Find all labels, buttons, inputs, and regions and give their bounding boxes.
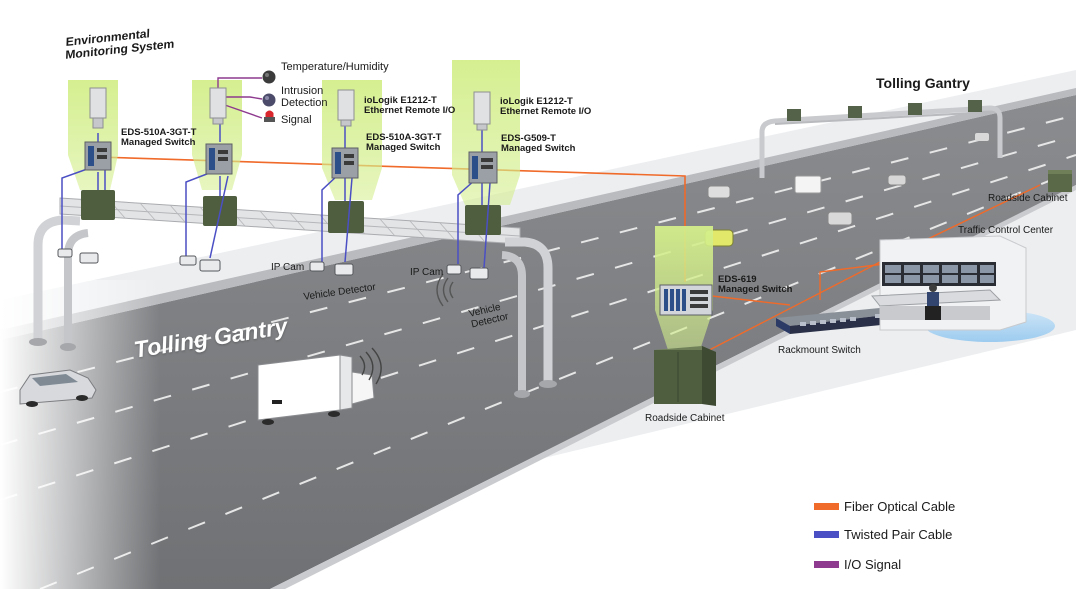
eds619-label: EDS-619 Managed Switch: [718, 275, 792, 295]
ip-cam-label-2: IP Cam: [410, 267, 444, 278]
sw3-model: EDS-G509-T: [501, 133, 556, 144]
iologik2-type: Ethernet Remote I/O: [500, 105, 592, 117]
roadside-cabinet-far-label: Roadside Cabinet: [988, 193, 1068, 204]
legend-item-twisted-pair: Twisted Pair Cable: [814, 527, 952, 542]
highway-road: [0, 95, 1076, 589]
eds619-switch-shape: [659, 284, 713, 316]
sedan-car: [19, 369, 97, 407]
legend-swatch-fiber: [814, 503, 839, 510]
rackmount-switch-label: Rackmount Switch: [778, 345, 861, 356]
sw2-model: EDS-510A-3GT-T: [366, 132, 442, 143]
gantry-cabinets: [81, 190, 501, 235]
legend-label-io-signal: I/O Signal: [844, 557, 902, 572]
tolling-gantry-far-label: Tolling Gantry: [876, 75, 970, 91]
iologik2-label: ioLogik E1212-T Ethernet Remote I/O: [500, 97, 591, 117]
iologik1-model: ioLogik E1212-T: [364, 95, 437, 106]
fiber-cable-to-rackmount: [711, 295, 791, 306]
far-tolling-gantry: [759, 100, 1003, 178]
traffic-control-center-label: Traffic Control Center: [958, 225, 1054, 236]
sw3-type: Managed Switch: [501, 142, 576, 154]
sw1-type: Managed Switch: [121, 136, 196, 148]
traffic-control-center-shape: [870, 235, 1055, 342]
intrusion-detection-label: Intrusion Detection: [281, 85, 328, 109]
iologik1-type: Ethernet Remote I/O: [364, 104, 456, 116]
vehicle-detector-waves: [436, 273, 454, 307]
eds619-type: Managed Switch: [718, 283, 793, 295]
fade-overlay: [0, 280, 160, 589]
roadside-cabinet-near-label: Roadside Cabinet: [645, 413, 725, 424]
eds619-model: EDS-619: [718, 274, 757, 285]
fiber-cable-to-control: [819, 261, 901, 300]
box-truck: [257, 347, 382, 425]
sw2-type: Managed Switch: [366, 141, 441, 153]
legend-label-fiber: Fiber Optical Cable: [844, 499, 956, 514]
far-roadside-cabinet-shape: [1048, 170, 1072, 192]
legend-swatch-io-signal: [814, 561, 839, 568]
sw3-label: EDS-G509-T Managed Switch: [501, 134, 575, 154]
legend-swatch-twisted-pair: [814, 531, 839, 538]
io-devices: [89, 87, 491, 131]
near-roadside-cabinet-shape: [654, 346, 716, 406]
sw1-label: EDS-510A-3GT-T Managed Switch: [121, 128, 197, 148]
legend-item-fiber: Fiber Optical Cable: [814, 499, 955, 514]
sw1-model: EDS-510A-3GT-T: [121, 127, 197, 138]
sw2-label: EDS-510A-3GT-T Managed Switch: [366, 133, 442, 153]
ip-cameras: [57, 248, 489, 280]
io-signal-lines: [217, 77, 263, 119]
intrusion-detection-sensor-icon: [262, 93, 276, 107]
intrusion-label-line1: Intrusion: [281, 85, 324, 97]
legend-label-twisted-pair: Twisted Pair Cable: [844, 527, 953, 542]
signal-label: Signal: [281, 114, 312, 126]
temp-humidity-label: Temperature/Humidity: [281, 61, 389, 73]
road-shoulder: [0, 88, 1076, 340]
iologik2-model: ioLogik E1212-T: [500, 96, 573, 107]
ip-cam-label-1: IP Cam: [271, 262, 305, 273]
iologik1-label: ioLogik E1212-T Ethernet Remote I/O: [364, 96, 455, 116]
intrusion-label-line2: Detection: [281, 96, 328, 109]
temperature-humidity-sensor-icon: [262, 70, 276, 84]
gantry-managed-switches: [84, 141, 498, 184]
signal-alarm-light-icon: [264, 110, 275, 122]
legend-item-io-signal: I/O Signal: [814, 557, 901, 572]
twisted-pair-cables: [61, 120, 491, 269]
main-tolling-gantry: [29, 197, 557, 398]
